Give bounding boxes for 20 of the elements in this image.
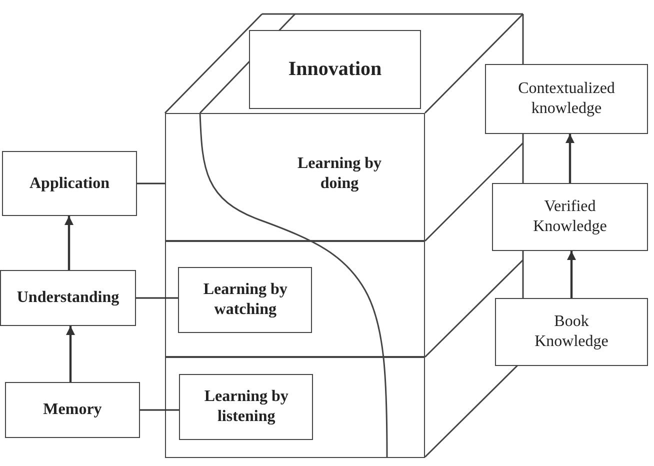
concept-box: Learning by watching — [178, 267, 312, 334]
cube-layer — [165, 356, 425, 458]
concept-box: Understanding — [0, 270, 136, 326]
connector-line — [137, 182, 165, 184]
concept-box: Innovation — [249, 30, 421, 109]
concept-box: Application — [2, 151, 137, 216]
arrow — [566, 134, 574, 183]
concept-box: Book Knowledge — [495, 298, 648, 366]
cube-layer — [165, 113, 425, 242]
concept-box: Verified Knowledge — [492, 183, 648, 251]
arrow — [64, 216, 74, 270]
arrow — [66, 326, 75, 382]
cube-layer — [165, 240, 425, 358]
layer-label: Learning by doing — [296, 154, 382, 194]
concept-box: Learning by listening — [179, 374, 314, 440]
concept-box: Contextualized knowledge — [485, 64, 648, 134]
connector-line — [140, 409, 180, 411]
arrow — [567, 251, 576, 298]
concept-box: Memory — [5, 382, 140, 438]
connector-line — [136, 297, 179, 299]
